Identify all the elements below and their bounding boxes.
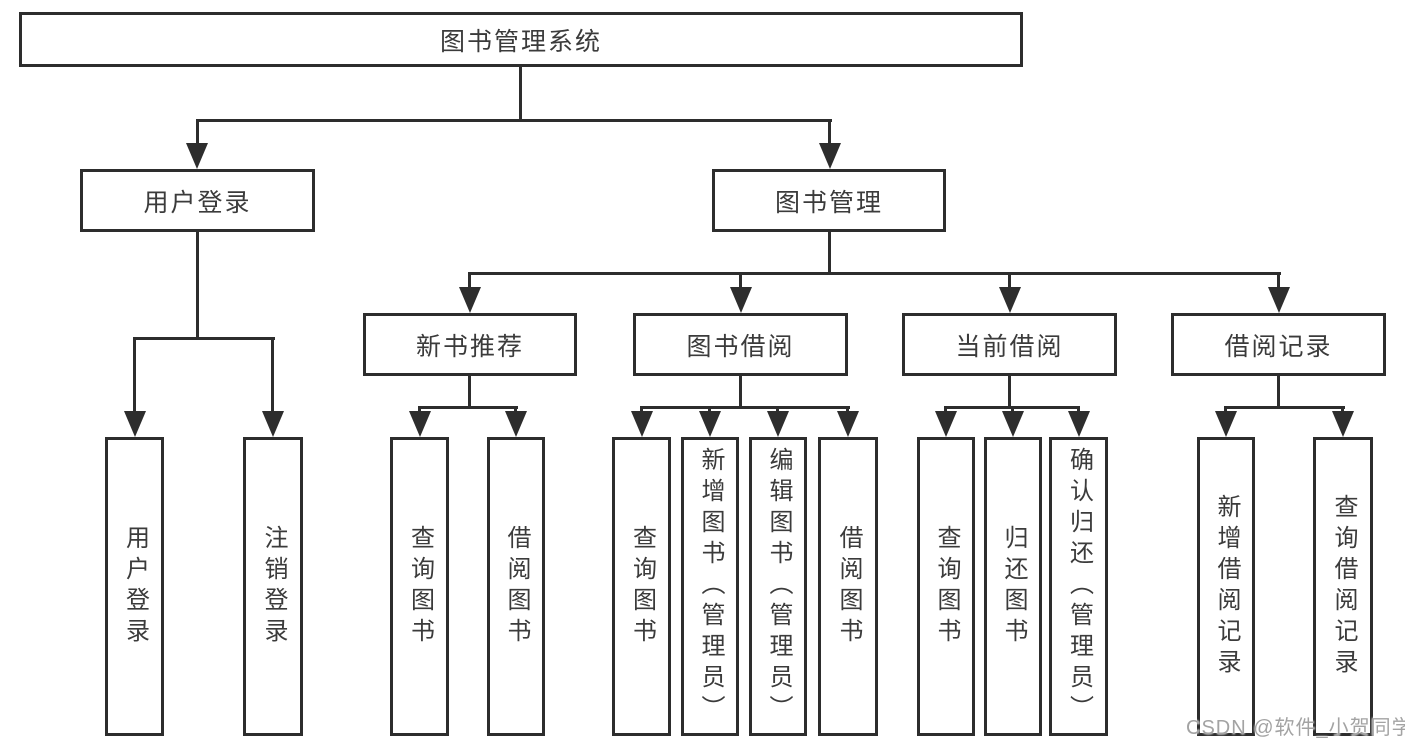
leaf-logout: 注销登录 [243, 437, 303, 736]
leaf-confirm-return-admin: 确认归还（管理员） [1049, 437, 1108, 736]
connector-drop-borrow-records [1277, 272, 1280, 290]
connector-currentborrow-stem [1008, 373, 1011, 409]
node-new-book-recommend-label: 新书推荐 [415, 332, 524, 361]
leaf-borrow-books-borrow: 借阅图书 [818, 437, 878, 736]
leaf-borrow-books-recommend: 借阅图书 [487, 437, 545, 736]
leaf-return-books: 归还图书 [984, 437, 1042, 736]
connector-arrowhead-new-book-recommend [459, 287, 481, 313]
csdn-watermark: CSDN @软件_小贺同学 [1186, 717, 1405, 739]
connector-login-stem [196, 229, 199, 340]
node-borrow-records-label: 借阅记录 [1224, 332, 1333, 361]
connector-arrowhead-query-books-recommend [409, 411, 431, 437]
connector-drop-leaf-user-login [133, 337, 136, 414]
connector-arrowhead-confirm-return [1068, 411, 1090, 437]
node-current-borrow-label: 当前借阅 [955, 332, 1064, 361]
leaf-add-books-admin: 新增图书（管理员） [681, 437, 739, 736]
connector-drop-query-books-current [944, 406, 947, 414]
leaf-add-borrow-record: 新增借阅记录 [1197, 437, 1255, 736]
node-book-borrow-label: 图书借阅 [686, 332, 795, 361]
node-borrow-records: 借阅记录 [1171, 313, 1386, 376]
connector-arrowhead-edit-books [767, 411, 789, 437]
connector-drop-query-books-borrow [640, 406, 643, 414]
connector-recommend-stem [468, 373, 471, 409]
leaf-query-books-recommend: 查询图书 [390, 437, 449, 736]
connector-mgmt-bus [468, 272, 1281, 275]
connector-records-bus [1224, 406, 1345, 409]
connector-arrowhead-leaf-user-login [124, 411, 146, 437]
connector-arrowhead-current-borrow [999, 287, 1021, 313]
leaf-query-books-recommend-label: 查询图书 [406, 524, 434, 649]
connector-drop-user-login [196, 119, 199, 146]
leaf-user-login: 用户登录 [105, 437, 164, 736]
connector-drop-borrow-books-borrow [846, 406, 849, 414]
connector-arrowhead-add-books [699, 411, 721, 437]
leaf-confirm-return-admin-label: 确认归还（管理员） [1065, 447, 1093, 726]
connector-arrowhead-borrow-books-recommend [505, 411, 527, 437]
leaf-edit-books-admin: 编辑图书（管理员） [749, 437, 807, 736]
connector-records-stem [1277, 373, 1280, 409]
node-book-management: 图书管理 [712, 169, 946, 232]
leaf-add-books-admin-label: 新增图书（管理员） [697, 447, 724, 726]
connector-drop-book-management [828, 119, 831, 146]
connector-arrowhead-query-borrow-record [1332, 411, 1354, 437]
connector-drop-confirm-return [1077, 406, 1080, 414]
leaf-query-borrow-record: 查询借阅记录 [1313, 437, 1373, 736]
node-book-borrow: 图书借阅 [633, 313, 848, 376]
leaf-user-login-label: 用户登录 [121, 524, 149, 649]
root-node-label: 图书管理系统 [439, 27, 602, 56]
node-new-book-recommend: 新书推荐 [363, 313, 577, 376]
connector-arrowhead-leaf-logout [262, 411, 284, 437]
connector-arrowhead-book-borrow [730, 287, 752, 313]
leaf-borrow-books-recommend-label: 借阅图书 [503, 524, 530, 649]
connector-drop-return-books [1011, 406, 1014, 414]
connector-arrowhead-return-books [1002, 411, 1024, 437]
connector-login-bus [133, 337, 275, 340]
leaf-borrow-books-borrow-label: 借阅图书 [835, 524, 862, 649]
connector-drop-query-books-recommend [418, 406, 421, 414]
node-user-login-label: 用户登录 [143, 188, 252, 217]
connector-arrowhead-add-borrow-record [1215, 411, 1237, 437]
connector-drop-current-borrow [1008, 272, 1011, 290]
leaf-return-books-label: 归还图书 [1000, 524, 1027, 649]
leaf-query-borrow-record-label: 查询借阅记录 [1330, 493, 1357, 680]
leaf-query-books-current-label: 查询图书 [933, 524, 960, 649]
connector-drop-query-borrow-record [1341, 406, 1344, 414]
connector-arrowhead-borrow-books-borrow [837, 411, 859, 437]
connector-drop-borrow-books-recommend [514, 406, 517, 414]
leaf-logout-label: 注销登录 [260, 524, 287, 649]
connector-root-bus [196, 119, 832, 122]
connector-drop-leaf-logout [271, 337, 274, 414]
connector-drop-new-book-recommend [468, 272, 471, 290]
leaf-query-books-borrow-label: 查询图书 [628, 524, 656, 649]
node-user-login: 用户登录 [80, 169, 315, 232]
connector-mgmt-stem [828, 229, 831, 275]
leaf-query-books-borrow: 查询图书 [612, 437, 671, 736]
connector-arrowhead-book-management [819, 143, 841, 169]
leaf-query-books-current: 查询图书 [917, 437, 975, 736]
connector-drop-add-borrow-record [1224, 406, 1227, 414]
connector-arrowhead-query-books-borrow [631, 411, 653, 437]
node-book-management-label: 图书管理 [774, 188, 883, 217]
connector-arrowhead-borrow-records [1268, 287, 1290, 313]
root-node: 图书管理系统 [19, 12, 1023, 67]
connector-bookborrow-bus [640, 406, 850, 409]
connector-bookborrow-stem [739, 373, 742, 409]
connector-root-stem [519, 66, 522, 122]
leaf-add-borrow-record-label: 新增借阅记录 [1213, 493, 1240, 680]
node-current-borrow: 当前借阅 [902, 313, 1117, 376]
connector-drop-book-borrow [739, 272, 742, 290]
connector-drop-edit-books [776, 406, 779, 414]
connector-drop-add-books [708, 406, 711, 414]
connector-arrowhead-query-books-current [935, 411, 957, 437]
connector-arrowhead-user-login [186, 143, 208, 169]
connector-recommend-bus [418, 406, 518, 409]
leaf-edit-books-admin-label: 编辑图书（管理员） [765, 447, 792, 726]
